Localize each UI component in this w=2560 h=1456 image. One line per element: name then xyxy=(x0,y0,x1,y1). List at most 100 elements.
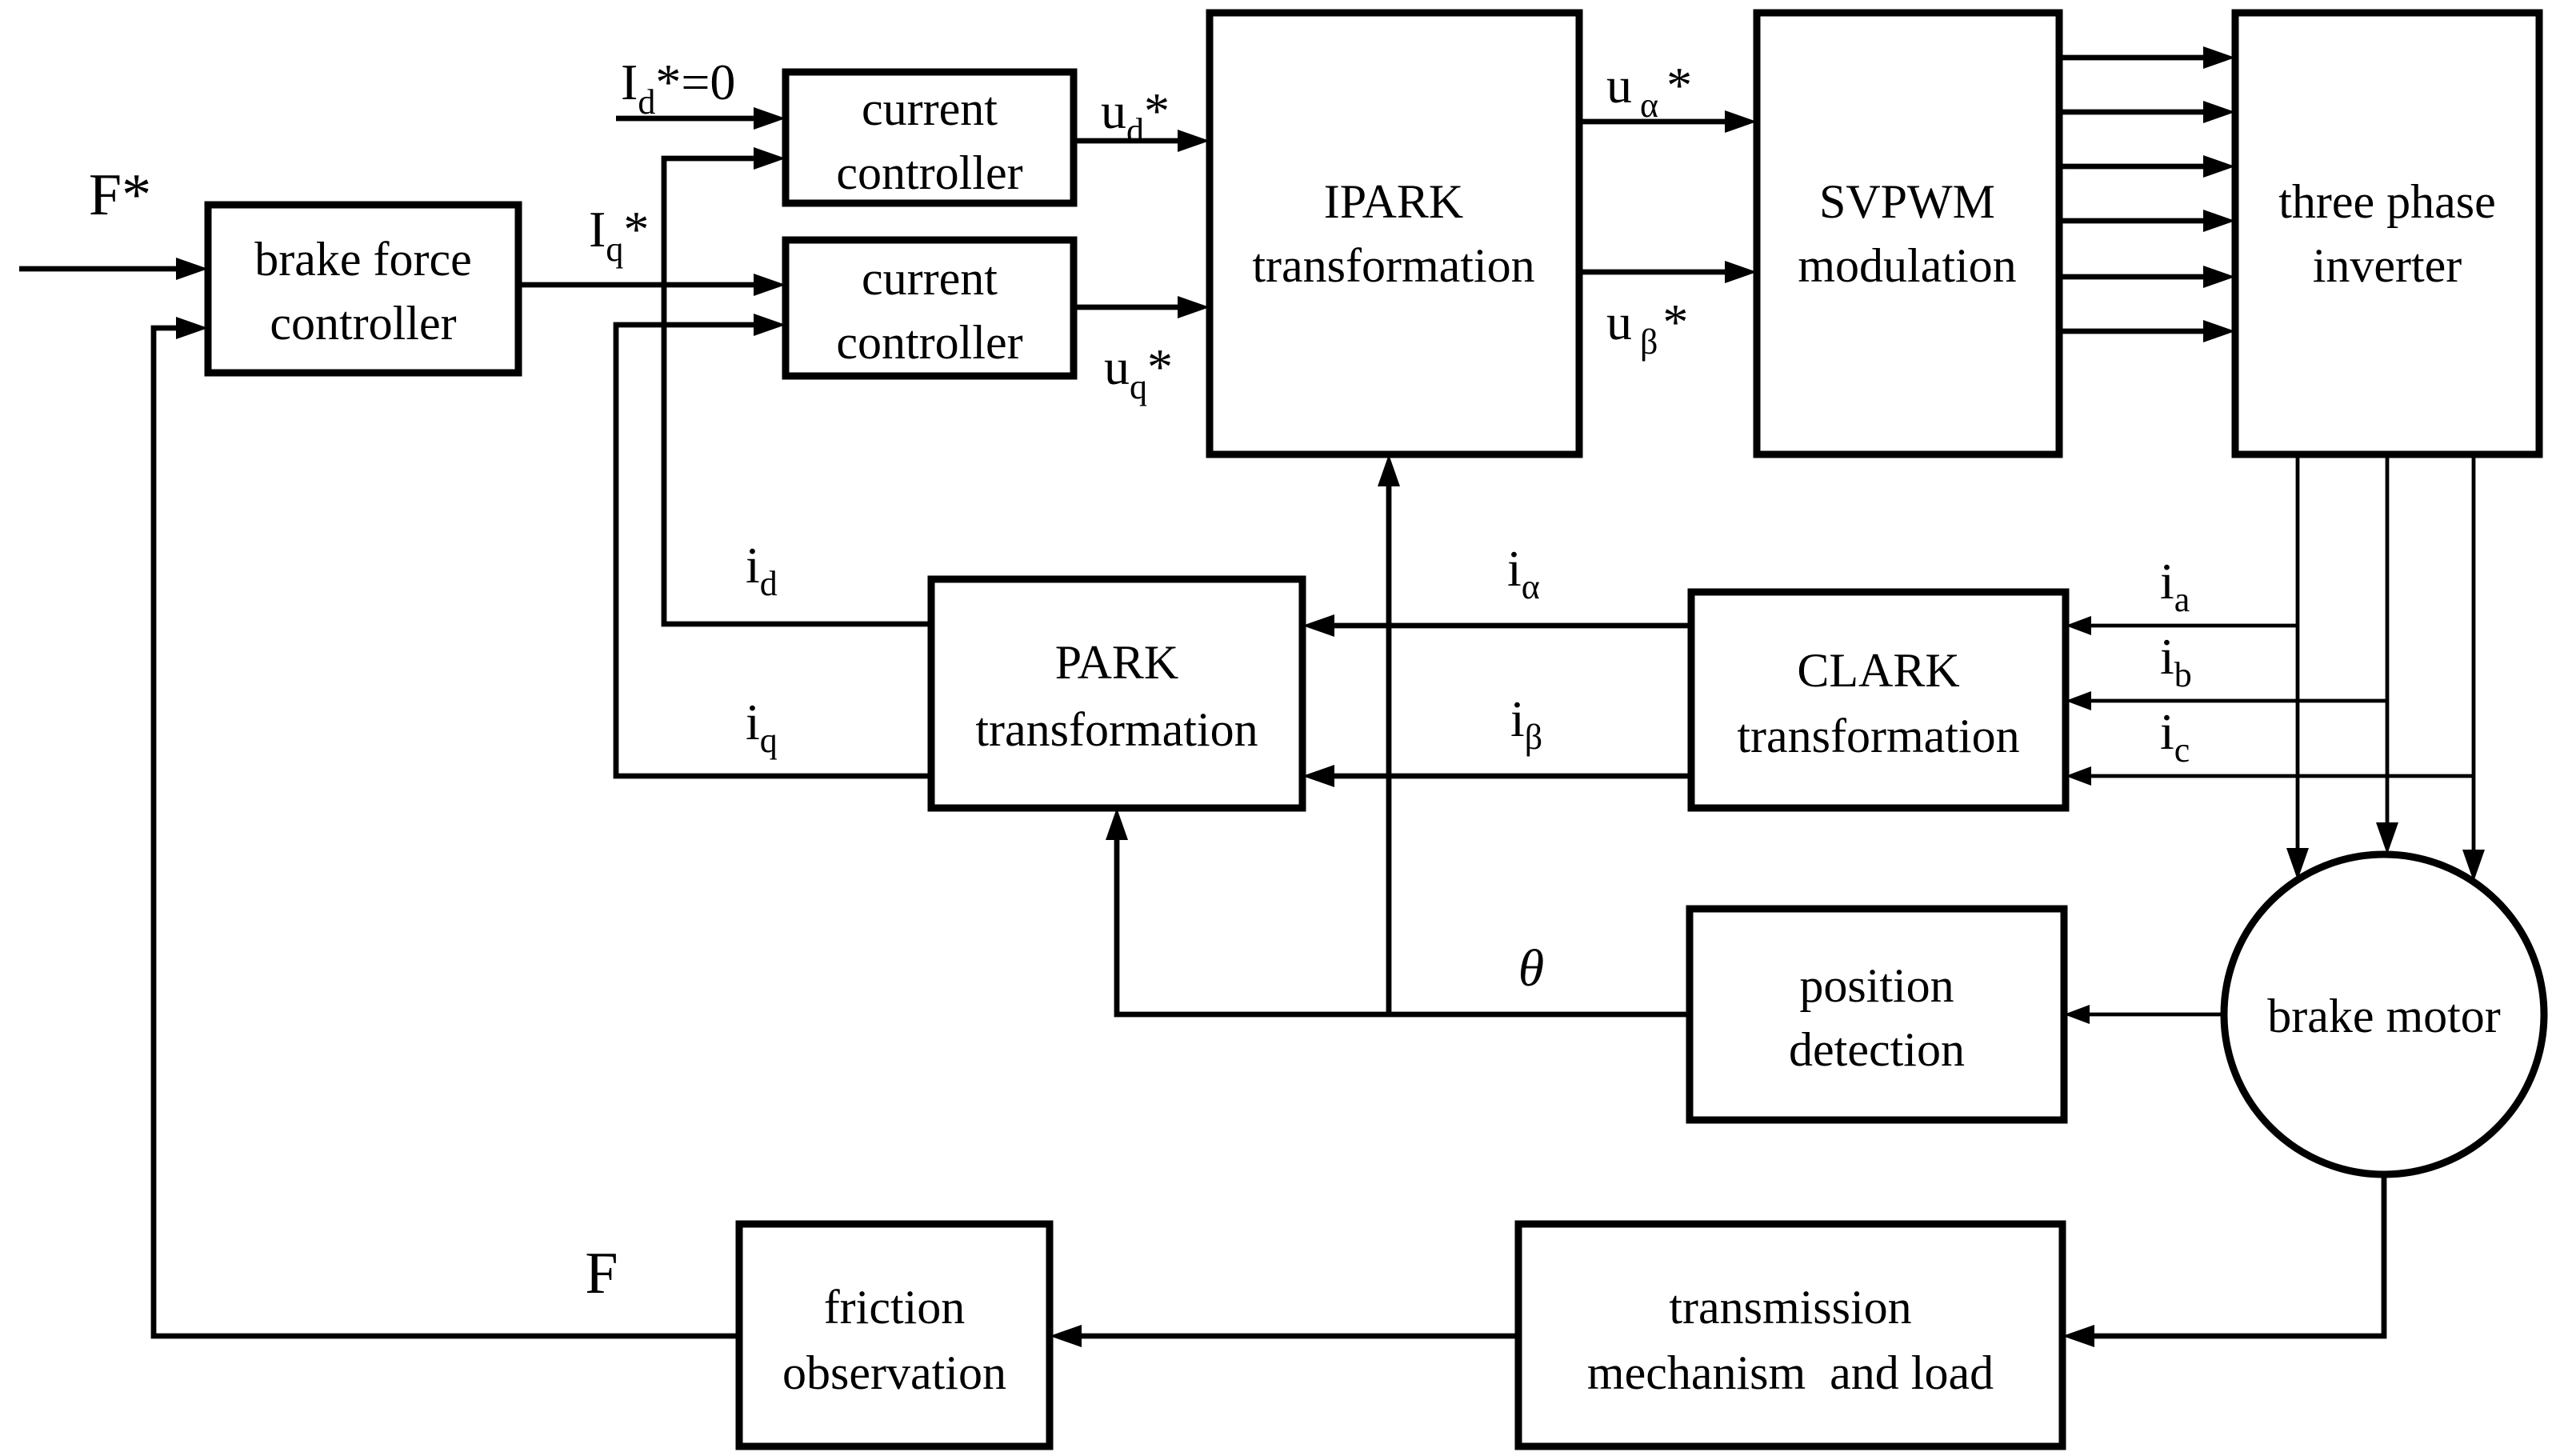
current-controller-q-label-line1: current xyxy=(862,252,998,305)
label-uq-ref-base: u xyxy=(1104,338,1130,395)
block-clark-transformation: CLARK transformation xyxy=(1687,588,2070,812)
current-controller-q-box xyxy=(782,236,1078,380)
arrowhead-phase-c xyxy=(2462,850,2485,882)
arrowhead-ualpha-ref xyxy=(1725,110,1757,133)
label-ud-ref: ud* xyxy=(1101,82,1170,150)
label-i-alpha-base: i xyxy=(1507,540,1522,597)
label-ubeta-ref-sub: β xyxy=(1640,322,1658,362)
wires xyxy=(19,46,2485,1347)
brake-motor-label: brake motor xyxy=(2267,990,2501,1042)
label-iq-ref-sub: q xyxy=(606,230,623,269)
ipark-label-line1: IPARK xyxy=(1324,175,1464,228)
block-ipark-transformation: IPARK transformation xyxy=(1206,9,1583,458)
arrowhead-ialpha xyxy=(1302,614,1334,637)
park-label-line1: PARK xyxy=(1055,636,1179,689)
label-id-ref-suffix: *=0 xyxy=(655,54,735,110)
label-ud-ref-base: u xyxy=(1101,82,1126,139)
position-detection-label-line2: detection xyxy=(1789,1023,1965,1076)
svpwm-box xyxy=(1753,9,2063,458)
wire-id-feedback xyxy=(661,155,931,627)
label-i-q-base: i xyxy=(746,694,760,750)
block-friction-observation: friction observation xyxy=(735,1220,1054,1450)
clark-label-line1: CLARK xyxy=(1797,644,1959,697)
brake-force-controller-label-line2: controller xyxy=(270,297,456,350)
label-ubeta-ref-suffix: * xyxy=(1662,294,1688,350)
label-id-ref: Id*=0 xyxy=(621,54,735,122)
park-label-line2: transformation xyxy=(975,703,1258,756)
current-controller-d-box xyxy=(782,68,1078,207)
wire-theta-to-park xyxy=(1114,837,1690,1018)
label-i-d-base: i xyxy=(746,537,760,594)
clark-label-line2: transformation xyxy=(1737,710,2019,762)
arrowhead-pwm-2 xyxy=(2203,101,2235,123)
label-i-c-base: i xyxy=(2160,703,2174,760)
transmission-label-line2: mechanism and load xyxy=(1587,1346,1994,1399)
label-i-q-sub: q xyxy=(760,721,778,760)
park-box xyxy=(927,575,1306,812)
label-ualpha-ref-base: u xyxy=(1606,57,1632,114)
arrowhead-ia xyxy=(2066,616,2091,635)
block-svpwm-modulation: SVPWM modulation xyxy=(1753,9,2063,458)
arrowhead-id-ref xyxy=(754,107,786,130)
friction-observation-label-line2: observation xyxy=(782,1346,1006,1399)
transmission-label-line1: transmission xyxy=(1669,1281,1911,1334)
arrowhead-phase-a xyxy=(2286,848,2309,880)
label-i-q: iq xyxy=(746,694,778,760)
label-f: F xyxy=(585,1241,618,1306)
arrowhead-iq-ref xyxy=(754,274,786,296)
arrowhead-ubeta-ref xyxy=(1725,261,1757,283)
label-id-ref-sub: d xyxy=(638,82,655,122)
current-controller-d-label-line1: current xyxy=(862,82,998,135)
label-i-beta-sub: β xyxy=(1525,718,1542,757)
label-i-b: ib xyxy=(2160,628,2192,694)
label-ualpha-ref-sub: α xyxy=(1640,86,1658,125)
block-brake-force-controller: brake force controller xyxy=(204,201,522,377)
block-current-controller-q: current controller xyxy=(782,236,1078,380)
inverter-box xyxy=(2231,9,2543,458)
label-uq-ref-suffix: * xyxy=(1147,338,1173,395)
inverter-label-line2: inverter xyxy=(2313,239,2462,292)
brake-motor-circle xyxy=(2220,850,2548,1178)
block-brake-motor: brake motor xyxy=(2220,850,2548,1178)
label-i-a-base: i xyxy=(2160,553,2174,610)
arrowhead-pwm-1 xyxy=(2203,46,2235,69)
arrowhead-ib xyxy=(2066,691,2091,710)
wire-motor-to-transmission xyxy=(2091,1174,2387,1339)
label-i-b-sub: b xyxy=(2174,655,2192,694)
label-iq-ref-base: I xyxy=(589,201,606,258)
friction-observation-label-line1: friction xyxy=(824,1281,966,1334)
arrowhead-theta-park xyxy=(1106,808,1128,840)
current-controller-q-label-line2: controller xyxy=(836,316,1022,369)
label-i-alpha: iα xyxy=(1507,540,1540,606)
label-theta: θ xyxy=(1518,939,1544,998)
position-detection-box xyxy=(1686,905,2068,1124)
arrowhead-theta-ipark xyxy=(1378,454,1400,486)
label-ualpha-ref-suffix: * xyxy=(1666,57,1692,114)
wire-f-feedback xyxy=(150,325,739,1339)
arrowhead-phase-b xyxy=(2376,822,2398,854)
arrowhead-pwm-5 xyxy=(2203,266,2235,288)
label-id-ref-base: I xyxy=(621,54,638,110)
arrowhead-f-ref xyxy=(176,258,208,280)
arrowhead-pwm-3 xyxy=(2203,155,2235,178)
label-i-a: ia xyxy=(2160,553,2190,619)
block-park-transformation: PARK transformation xyxy=(927,575,1306,812)
arrowhead-iq-feedback xyxy=(754,314,786,336)
arrowhead-ibeta xyxy=(1302,765,1334,787)
svpwm-label-line1: SVPWM xyxy=(1819,175,1995,228)
label-i-c-sub: c xyxy=(2174,730,2190,770)
label-i-alpha-sub: α xyxy=(1522,567,1540,606)
brake-force-controller-box xyxy=(204,201,522,377)
friction-observation-box xyxy=(735,1220,1054,1450)
ipark-label-line2: transformation xyxy=(1252,239,1534,292)
label-i-beta-base: i xyxy=(1510,690,1525,747)
wire-iq-feedback xyxy=(613,322,931,779)
label-i-d: id xyxy=(746,537,778,603)
arrowhead-uq-ref xyxy=(1178,296,1210,318)
label-ud-ref-suffix: * xyxy=(1144,82,1170,139)
label-iq-ref: Iq* xyxy=(589,201,649,269)
arrowhead-ic xyxy=(2066,766,2091,786)
